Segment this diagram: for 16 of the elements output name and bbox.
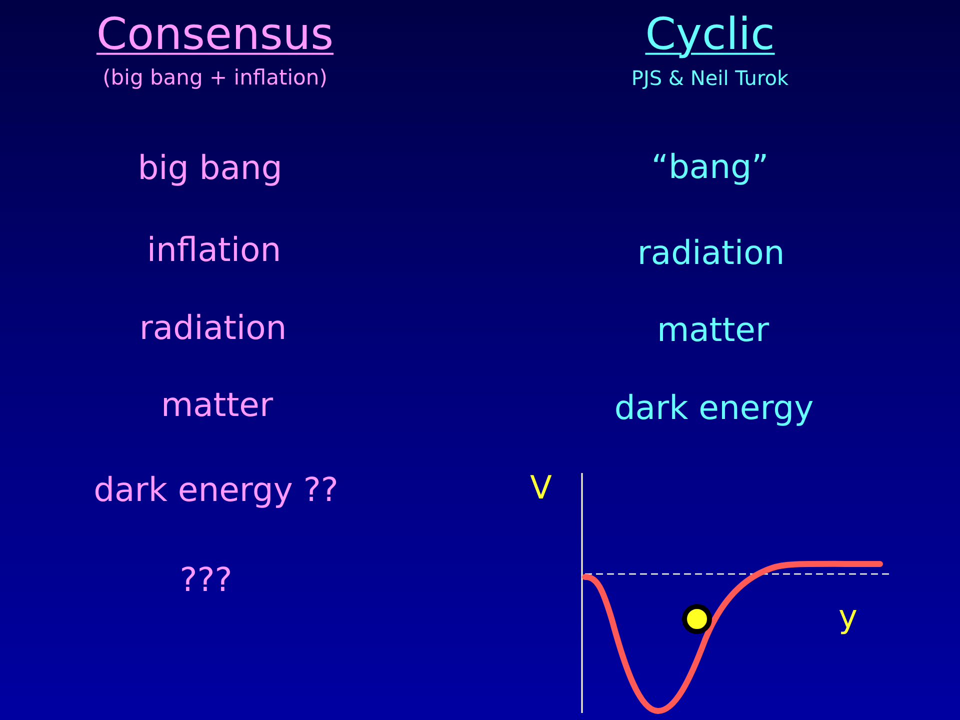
column-heading: Consensus bbox=[96, 10, 334, 60]
list-item: radiation bbox=[637, 234, 785, 272]
list-item: ??? bbox=[180, 562, 232, 598]
list-item: dark energy bbox=[614, 390, 814, 426]
subtitle: PJS & Neil Turok bbox=[631, 67, 789, 89]
list-item: “bang” bbox=[651, 148, 769, 186]
list-item: dark energy ?? bbox=[94, 472, 338, 508]
list-item: radiation bbox=[139, 310, 287, 346]
subtitle: (big bang + inflation) bbox=[102, 66, 328, 90]
axis-label: y bbox=[838, 599, 858, 635]
list-item: big bang bbox=[138, 150, 282, 186]
list-item: matter bbox=[160, 386, 274, 424]
list-item: inflation bbox=[146, 232, 282, 268]
axis-label: V bbox=[530, 470, 552, 506]
list-item: matter bbox=[656, 312, 770, 348]
column-heading: Cyclic bbox=[645, 10, 775, 60]
